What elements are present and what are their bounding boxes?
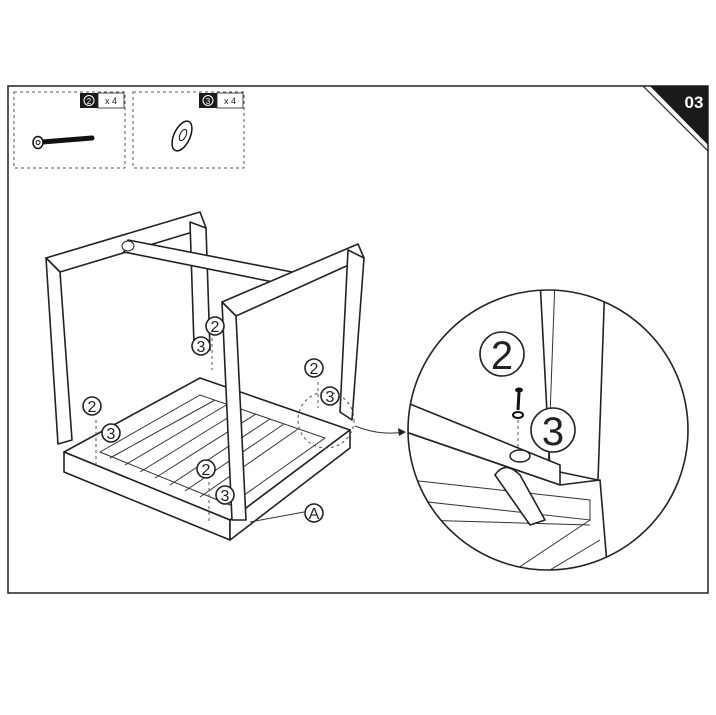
svg-text:3: 3 [221, 488, 230, 505]
detail-bolt-label: 2 [491, 334, 513, 378]
svg-text:2: 2 [310, 361, 319, 378]
detail-bolt [512, 387, 524, 450]
bolt-icon [32, 135, 95, 150]
svg-text:2: 2 [211, 319, 220, 336]
svg-text:A: A [309, 506, 320, 523]
detail-washer-label: 3 [542, 410, 564, 454]
callout-front-right: 2 3 [304, 358, 340, 408]
washer-icon [171, 120, 193, 152]
part-box-bolt: 2 x 4 [13, 91, 126, 169]
svg-text:2: 2 [202, 462, 211, 479]
step-badge: 03 [642, 85, 709, 152]
part-id: 2 [87, 97, 92, 106]
svg-text:3: 3 [326, 389, 335, 406]
table-drawing [45, 211, 365, 541]
svg-text:3: 3 [197, 339, 206, 356]
callout-assembly-a: A [249, 503, 324, 523]
svg-text:3: 3 [107, 426, 116, 443]
part-qty: x 4 [105, 96, 117, 106]
callouts: 2 3 2 3 2 3 2 3 A [82, 316, 340, 523]
svg-text:2: 2 [88, 399, 97, 416]
callout-back-right: 2 3 [191, 316, 225, 370]
part-qty: x 4 [224, 96, 236, 106]
part-id: 3 [206, 97, 211, 106]
callout-front-left: 2 3 [196, 459, 235, 522]
detail-view: 2 3 [407, 289, 689, 571]
callout-back-left: 2 3 [82, 396, 121, 464]
part-box-washer: 3 x 4 [132, 91, 245, 169]
detail-arrow [354, 425, 406, 436]
page-frame [7, 85, 709, 594]
detail-source-circle [297, 391, 355, 449]
step-number: 03 [685, 93, 704, 112]
